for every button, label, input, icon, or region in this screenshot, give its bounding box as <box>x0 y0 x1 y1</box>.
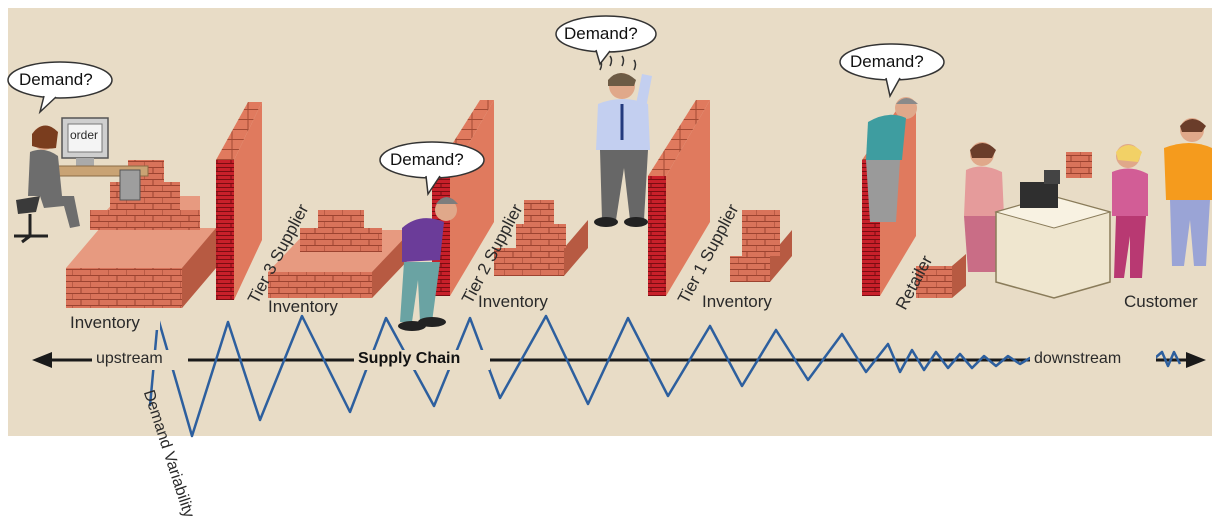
demand-variability-wave <box>148 314 1182 438</box>
upstream-label-mask <box>92 350 188 370</box>
customer-label: Customer <box>1124 292 1198 311</box>
speech-bubble-1-text: Demand? <box>19 70 93 89</box>
peeking-figure-retailer <box>866 97 918 222</box>
inventory-stack-2 <box>268 210 412 298</box>
inventory-stack-3 <box>494 200 588 276</box>
inventory-label-1: Inventory <box>70 313 140 332</box>
speech-bubble-4-text: Demand? <box>850 52 924 71</box>
diagram-artwork <box>7 15 1212 438</box>
supply-chain-diagram: order Demand? Demand? Demand? Demand? In… <box>7 8 1212 520</box>
downstream-label-mask <box>1030 350 1156 370</box>
speech-bubble-2-text: Demand? <box>564 24 638 43</box>
retail-counter-scene <box>964 118 1212 299</box>
brick-wall-tier3 <box>216 102 262 300</box>
peeking-figure-tier2 <box>398 197 458 331</box>
inventory-label-4: Inventory <box>702 292 772 311</box>
office-worker-figure <box>14 117 149 244</box>
speech-bubble-2 <box>555 15 657 66</box>
inventory-stack-5 <box>916 254 966 298</box>
upstream-label: upstream <box>96 350 163 367</box>
supply-chain-label: Supply Chain <box>358 350 461 367</box>
brick-wall-tier1 <box>648 100 710 296</box>
supply-chain-arrow <box>32 352 1206 368</box>
inventory-stack-4 <box>730 210 792 282</box>
downstream-label: downstream <box>1034 350 1122 367</box>
inventory-label-2: Inventory <box>268 297 338 316</box>
speech-bubble-3-text: Demand? <box>390 150 464 169</box>
inventory1-label-mask <box>68 312 160 330</box>
monitor-order-text: order <box>70 128 99 142</box>
supply-chain-label-mask <box>354 350 490 370</box>
inventory-label-3: Inventory <box>478 292 548 311</box>
speech-bubble-4 <box>839 43 945 99</box>
inventory-stack-1 <box>66 160 216 308</box>
thinking-figure-tier1 <box>594 55 652 227</box>
speech-bubble-1 <box>7 61 113 115</box>
speech-bubble-3 <box>379 141 485 197</box>
